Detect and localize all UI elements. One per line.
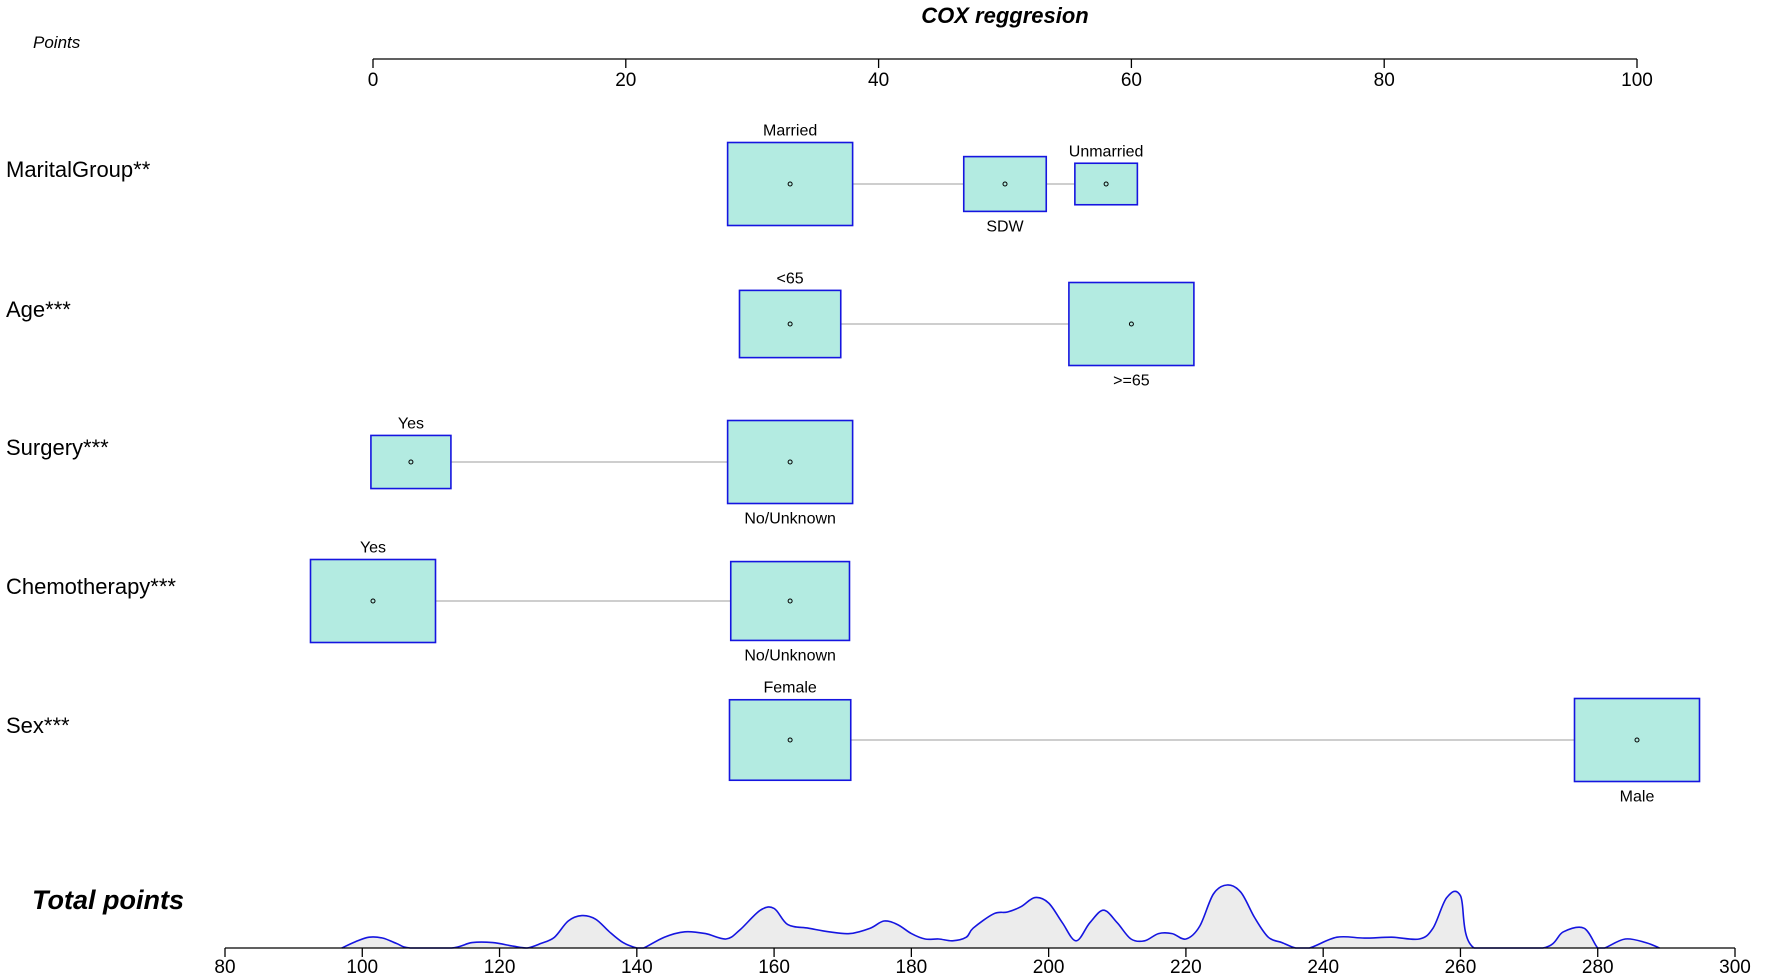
category-point-dot [787,459,793,465]
total-axis-tick-label: 220 [1170,957,1202,978]
points-axis-tick-label: 40 [868,70,889,91]
category-box [729,560,851,642]
total-points-axis: 80 100 120 140 160 180 200 220 240 260 280 300 [214,947,1751,978]
category-label: <65 [777,270,804,287]
density-fill [341,884,1660,948]
category-label: Female [763,680,816,697]
category-point-dot [1103,181,1109,187]
points-axis-tick-label: 0 [368,70,379,91]
category-label: Married [763,123,817,140]
variable-label: Sex*** [6,713,70,738]
category-point-dot [370,598,376,604]
total-axis-tick-label: 140 [621,957,653,978]
category-box [726,141,854,227]
category-label: No/Unknown [744,511,836,528]
category-point-dot [787,598,793,604]
category-label: Yes [360,540,386,557]
total-axis-tick-label: 300 [1719,957,1751,978]
total-axis-tick-label: 120 [484,957,516,978]
category-point-dot [1002,181,1008,187]
variable-label: Chemotherapy*** [6,574,176,599]
total-axis-tick-label: 200 [1033,957,1065,978]
total-axis-tick-label: 260 [1445,957,1477,978]
variable-label: Surgery*** [6,435,109,460]
category-point-dot [787,321,793,327]
total-points-density [341,884,1660,949]
total-axis-tick-label: 180 [896,957,928,978]
category-box [1068,281,1195,367]
points-axis-tick-label: 100 [1621,70,1653,91]
points-axis: 0 20 40 60 80 100 [368,58,1653,91]
category-box [309,558,437,644]
total-points-label: Total points [32,885,184,915]
category-point-dot [787,737,793,743]
total-axis-tick-label: 80 [214,957,235,978]
variable-label: MaritalGroup** [6,157,151,182]
category-box [1573,697,1701,783]
category-label: >=65 [1113,373,1150,390]
total-axis-tick-label: 280 [1582,957,1614,978]
category-label: Yes [398,415,424,432]
points-axis-tick-label: 60 [1121,70,1142,91]
category-label: SDW [986,218,1024,235]
category-point-dot [1634,737,1640,743]
total-axis-tick-label: 160 [758,957,790,978]
category-box [726,419,854,505]
points-axis-tick-label: 20 [615,70,636,91]
total-axis-tick-label: 100 [346,957,378,978]
category-label: Unmarried [1069,143,1144,160]
variable-label: Age*** [6,297,71,322]
category-label: Male [1620,789,1655,806]
total-axis-tick-label: 240 [1307,957,1339,978]
variable-row: Age*** <65 >=65 [6,270,1195,390]
category-box [728,698,852,782]
category-point-dot [1128,321,1134,327]
category-label: No/Unknown [744,647,836,664]
density-curve [341,884,1660,949]
points-axis-tick-label: 80 [1374,70,1395,91]
points-axis-label: Points [33,33,81,52]
chart-title: COX reggresion [921,3,1088,28]
category-point-dot [787,181,793,187]
category-point-dot [408,459,414,465]
category-box [1074,162,1139,206]
category-box [738,289,842,359]
category-box [370,434,452,490]
category-box [962,155,1048,213]
